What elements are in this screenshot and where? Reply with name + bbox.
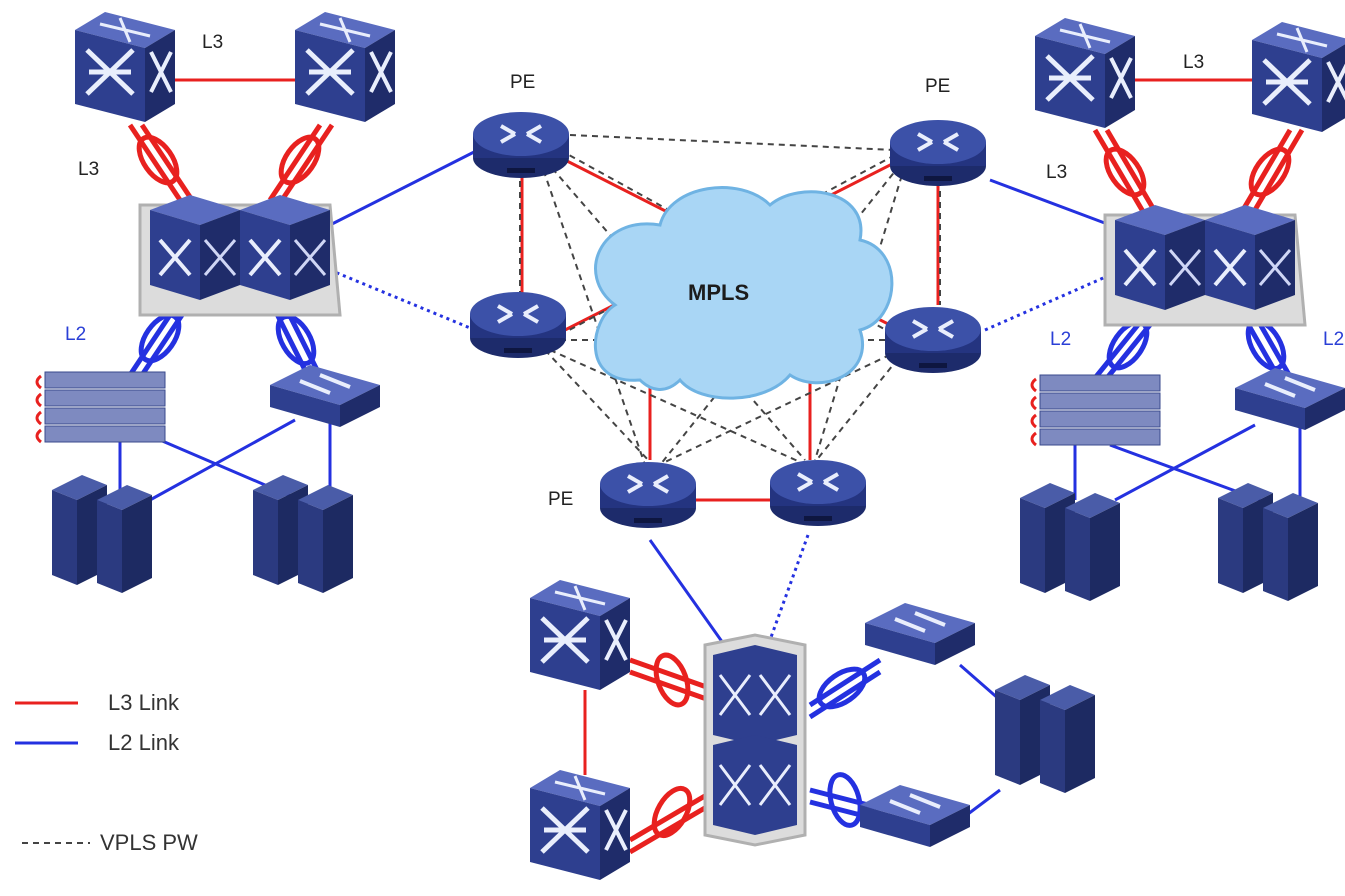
server-icon [1020,483,1120,601]
core-switch-icon [1252,22,1345,132]
core-switch-icon [1035,18,1135,128]
legend-l2-link: L2 Link [108,730,180,755]
server-icon [1218,483,1318,601]
router-icon-right [883,305,983,375]
l2-label: L2 [1050,329,1071,350]
router-icon-pe-bottom-left [598,460,698,530]
mpls-label: MPLS [688,280,749,305]
l2-label: L2 [65,324,86,345]
server-icon [52,475,152,593]
access-switch-icon [858,783,972,849]
rack-switch-icon [1030,373,1162,447]
l3-bundles [127,123,1305,855]
rack-switch-icon [35,370,167,444]
server-icon [253,475,353,593]
l3-label: L3 [1183,52,1204,73]
core-switch-icon [75,12,175,122]
l3-label: L3 [1046,162,1067,183]
access-switch-icon [268,363,382,429]
l3-label: L3 [202,32,223,53]
stacked-switch-icon [703,633,807,847]
pe-label: PE [925,76,950,97]
legend-vpls-pw: VPLS PW [100,830,198,855]
stacked-switch-icon [1103,203,1307,327]
l2-dotted-links [329,268,1111,641]
legend: L3 Link L2 Link VPLS PW [15,690,198,855]
stacked-switch-icon [138,193,342,317]
router-icon-pe-top-left [471,110,571,180]
core-switch-icon [530,770,630,880]
router-icon-pe-top-right [888,118,988,188]
l2-label: L2 [1323,329,1344,350]
legend-l3-link: L3 Link [108,690,180,715]
router-icon-bottom-right [768,458,868,528]
mpls-cloud: MPLS [593,186,894,400]
access-switch-icon [1233,366,1345,432]
pe-label: PE [548,489,573,510]
core-switch-icon [530,580,630,690]
pe-label: PE [510,72,535,93]
core-switch-icon [295,12,395,122]
server-icon [995,675,1095,793]
l3-label: L3 [78,159,99,180]
access-switch-icon [863,601,977,667]
router-icon-left [468,290,568,360]
